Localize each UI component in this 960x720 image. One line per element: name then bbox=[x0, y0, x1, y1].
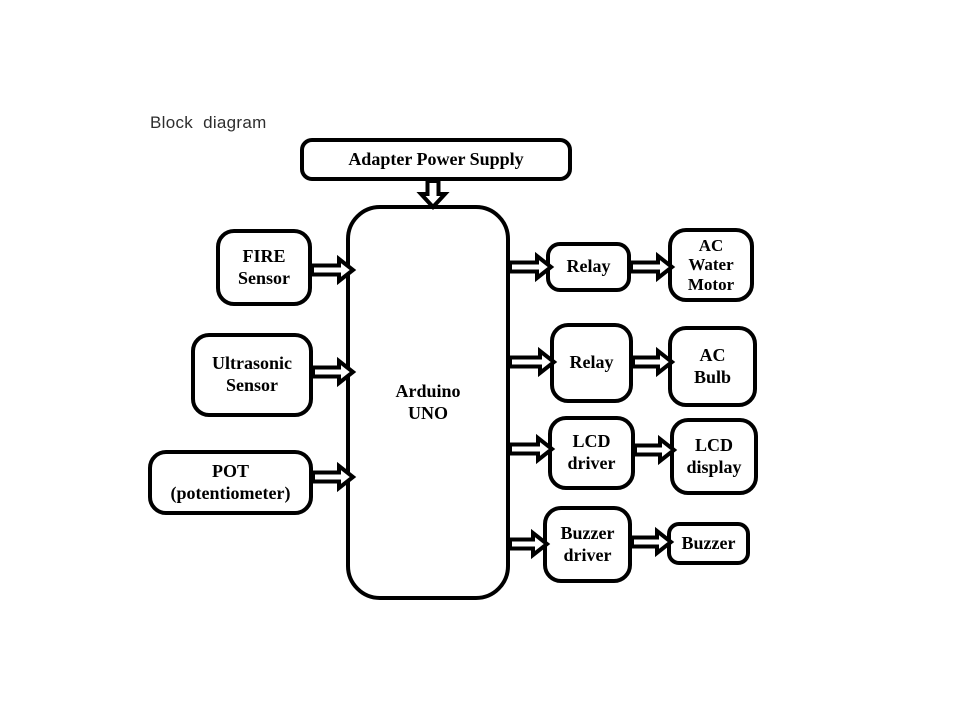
node-relay-1: Relay bbox=[546, 242, 631, 292]
node-ac-water-motor: AC Water Motor bbox=[668, 228, 754, 302]
node-buzzer: Buzzer bbox=[667, 522, 750, 565]
node-arduino-uno: Arduino UNO bbox=[346, 205, 510, 600]
node-lcd-driver: LCD driver bbox=[548, 416, 635, 490]
node-lcd-display: LCD display bbox=[670, 418, 758, 495]
node-ultrasonic-sensor: Ultrasonic Sensor bbox=[191, 333, 313, 417]
arrow-lcd-driver-to-lcd-display bbox=[633, 434, 678, 466]
node-adapter-power-supply: Adapter Power Supply bbox=[300, 138, 572, 181]
arrow-adapter-to-arduino bbox=[416, 179, 450, 210]
page-title: Block diagram bbox=[150, 113, 267, 132]
node-pot-potentiometer: POT (potentiometer) bbox=[148, 450, 313, 515]
arrow-arduino-to-buzzer-driver bbox=[508, 528, 551, 560]
arrow-arduino-to-lcd-driver bbox=[508, 433, 556, 465]
arrow-arduino-to-relay2 bbox=[508, 346, 558, 378]
node-relay-2: Relay bbox=[550, 323, 633, 403]
arrow-relay1-to-ac-water-motor bbox=[629, 251, 676, 283]
node-buzzer-driver: Buzzer driver bbox=[543, 506, 632, 583]
arrow-arduino-to-relay1 bbox=[508, 251, 555, 283]
node-ac-bulb: AC Bulb bbox=[668, 326, 757, 407]
node-fire-sensor: FIRE Sensor bbox=[216, 229, 312, 306]
arrow-buzzer-driver-to-buzzer bbox=[630, 526, 675, 558]
arrow-relay2-to-ac-bulb bbox=[631, 346, 676, 378]
